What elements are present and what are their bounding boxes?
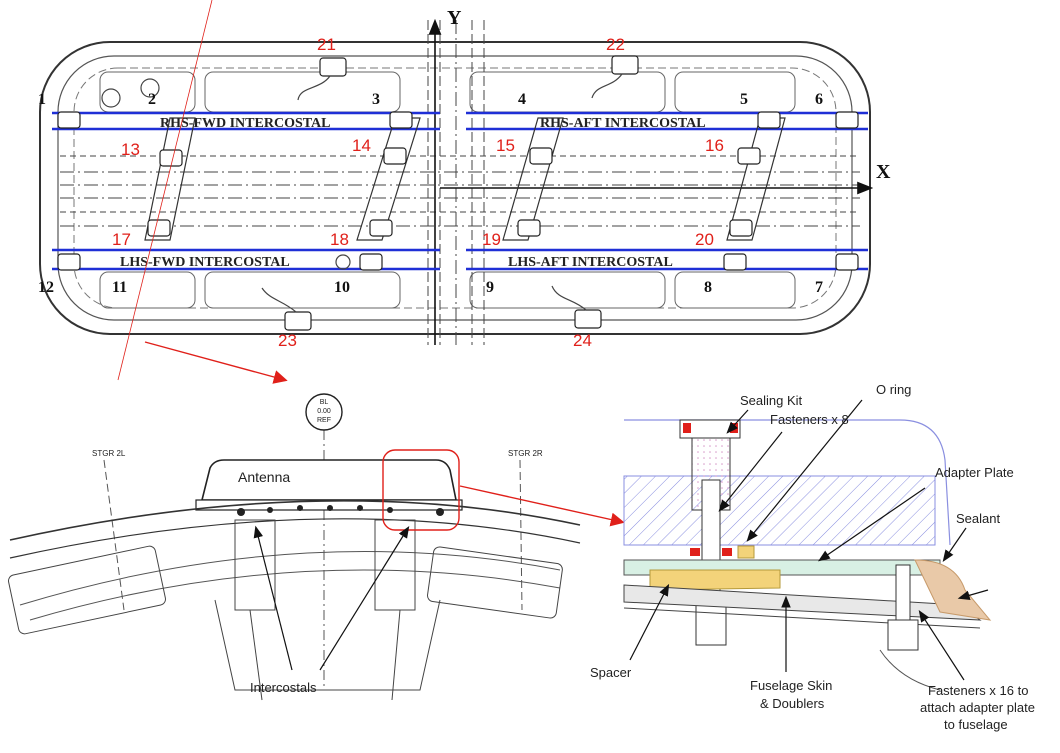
- fasteners-16-label-1: Fasteners x 16 to: [928, 683, 1028, 698]
- antenna-body: [200, 459, 457, 501]
- corner-number: 12: [38, 279, 54, 296]
- detail-leaders: [629, 399, 989, 681]
- adapter-plate-label: Adapter Plate: [935, 465, 1014, 480]
- stgr-right-label: STGR 2R: [508, 449, 543, 458]
- vertical-centre-lines: [427, 20, 485, 345]
- spacer-label: Spacer: [590, 665, 632, 680]
- lhs-fwd-intercostal-label: LHS-FWD INTERCOSTAL: [120, 255, 290, 270]
- fuselage-skin-outer: [9, 500, 581, 541]
- corner-number: 11: [112, 279, 127, 296]
- callout-number: 18: [330, 230, 349, 249]
- fitting-circle: [335, 254, 351, 270]
- corner-number: 10: [334, 279, 350, 296]
- support-plates: [144, 117, 786, 241]
- edge-fastener: [895, 564, 911, 626]
- antenna-label: Antenna: [238, 469, 290, 485]
- section-view: BL 0.00 REF STGR 2L STGR 2R Antenna: [8, 393, 625, 701]
- corner-number: 7: [815, 279, 823, 296]
- detail-view: Sealing Kit Fasteners x 8 O ring Adapter…: [590, 382, 1035, 732]
- bl-tag-line1: BL: [320, 399, 329, 406]
- red-callouts: 13 14 15 16 17 18 19 20 21 22 23 24: [112, 35, 724, 350]
- corner-number: 8: [704, 279, 712, 296]
- cable-pigtails: [261, 73, 623, 313]
- callout-number: 22: [606, 35, 625, 54]
- top-plan-view: Y X RHS-FWD INTERCOSTAL RHS-AFT INTERCOS…: [38, 0, 891, 384]
- frame-lower-curve: [19, 550, 561, 606]
- fasteners-16-label-2: attach adapter plate: [920, 700, 1035, 715]
- bolt-nut: [695, 604, 727, 646]
- section-cut-line: [117, 0, 213, 381]
- bl-tag-line3: REF: [317, 417, 331, 424]
- intercostals-leader: [253, 525, 293, 671]
- stgr-right-line: [519, 459, 523, 611]
- o-ring-seal: [690, 548, 700, 556]
- centre-lines: [60, 155, 860, 227]
- lhs-aft-intercostal-label: LHS-AFT INTERCOSTAL: [508, 255, 673, 270]
- corner-number: 2: [148, 91, 156, 108]
- bl-tag-circle: [305, 393, 343, 431]
- y-axis-label: Y: [447, 7, 462, 29]
- corner-number: 5: [740, 91, 748, 108]
- fuselage-skin-label-2: & Doublers: [760, 696, 825, 711]
- frame-detail: [879, 649, 941, 691]
- corner-number: 4: [518, 91, 526, 108]
- fuselage-skin-inner: [9, 518, 581, 559]
- sealant-label: Sealant: [956, 511, 1000, 526]
- callout-number: 13: [121, 140, 140, 159]
- fasteners-8-label: Fasteners x 8: [770, 412, 849, 427]
- fitting-circle: [140, 78, 160, 98]
- fitting-circle: [101, 88, 121, 108]
- frame-lower-curve: [29, 569, 561, 621]
- stgr-left-label: STGR 2L: [92, 449, 126, 458]
- fitting-seal: [683, 423, 691, 433]
- callout-number: 19: [482, 230, 501, 249]
- section-arrow: [144, 341, 288, 384]
- callout-number: 14: [352, 136, 371, 155]
- detail-callout-box: [382, 449, 460, 531]
- fuselage-lower-line: [623, 607, 981, 629]
- o-ring-ring: [737, 545, 755, 559]
- spacer-block: [649, 569, 781, 591]
- callout-number: 21: [317, 35, 336, 54]
- frame-fasteners: [237, 505, 444, 516]
- corner-number: 1: [38, 91, 46, 108]
- intercostals-leader: [319, 525, 410, 671]
- sealant-bead: [914, 559, 992, 621]
- callout-number: 15: [496, 136, 515, 155]
- corner-number: 6: [815, 91, 823, 108]
- corner-numbers: 1 2 3 4 5 6 7 8 9 10 11 12: [38, 91, 823, 296]
- edge-fastener-nut: [887, 619, 919, 651]
- callout-number: 20: [695, 230, 714, 249]
- panel-cells: [99, 71, 796, 309]
- fuselage-skin-label-1: Fuselage Skin: [750, 678, 832, 693]
- rhs-aft-intercostal-label: RHS-AFT INTERCOSTAL: [540, 116, 706, 131]
- fastener-blocks: [57, 55, 859, 331]
- intercostal-lines: [52, 111, 868, 271]
- frame-structure: [8, 519, 563, 701]
- bl-tag-line2: 0.00: [317, 408, 331, 415]
- x-axis-label: X: [876, 161, 891, 183]
- rhs-fwd-intercostal-label: RHS-FWD INTERCOSTAL: [160, 116, 331, 131]
- callout-number: 23: [278, 331, 297, 350]
- o-ring-label: O ring: [876, 382, 911, 397]
- corner-number: 9: [486, 279, 494, 296]
- housing-section: [623, 475, 936, 546]
- fasteners-16-label-3: to fuselage: [944, 717, 1008, 732]
- callout-number: 24: [573, 331, 592, 350]
- callout-number: 16: [705, 136, 724, 155]
- detail-callout-arrow: [459, 485, 625, 527]
- fuselage-skin-detail: [623, 584, 982, 621]
- radome-outline: [624, 419, 951, 546]
- stgr-left-line: [103, 459, 125, 611]
- o-ring-seal: [722, 548, 732, 556]
- callout-number: 17: [112, 230, 131, 249]
- intercostals-label: Intercostals: [250, 680, 317, 695]
- sealing-kit-label: Sealing Kit: [740, 393, 803, 408]
- corner-number: 3: [372, 91, 380, 108]
